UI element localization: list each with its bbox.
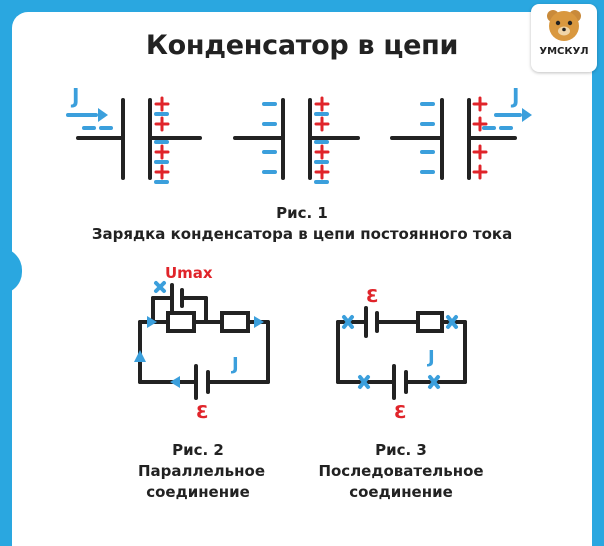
page-title: Конденсатор в цепи xyxy=(145,30,459,61)
card-notch xyxy=(0,248,22,294)
fig1-capacitor-2 xyxy=(233,96,360,184)
fig1-desc: Зарядка конденсатора в цепи постоянного … xyxy=(91,225,513,243)
fig3-label: Рис. 3 xyxy=(375,441,427,459)
fig3-desc: Последовательное соединение xyxy=(318,462,484,501)
fig2-circuit: Umax J Ɛ xyxy=(134,264,270,423)
fig2-current-label: J xyxy=(230,354,239,375)
fig3-emf-label-top: Ɛ xyxy=(366,286,379,307)
fig2-label: Рис. 2 xyxy=(172,441,224,459)
fig1-caption: Рис. 1 Зарядка конденсатора в цепи посто… xyxy=(0,203,604,245)
content-card xyxy=(12,12,592,546)
fig3-caption: Рис. 3 Последовательное соединение xyxy=(308,440,494,503)
fig1-capacitor-1: J xyxy=(66,84,202,184)
fig3-current-label: J xyxy=(426,347,435,368)
fig1-current-label-1: J xyxy=(70,84,79,108)
fig2-umax-label: Umax xyxy=(165,264,213,282)
fig2-caption: Рис. 2 Параллельное соединение xyxy=(118,440,278,503)
fig2-emf-label: Ɛ xyxy=(196,402,209,423)
brand-logo: УМСКУЛ xyxy=(531,4,597,72)
fig3-emf-label-bottom: Ɛ xyxy=(394,402,407,423)
fig2-desc: Параллельное соединение xyxy=(138,462,265,501)
fig3-circuit: Ɛ J Ɛ xyxy=(336,286,467,423)
fig1-label: Рис. 1 xyxy=(276,204,328,222)
logo-text: УМСКУЛ xyxy=(539,46,589,57)
bear-icon xyxy=(547,10,581,41)
fig1-capacitor-3: J xyxy=(390,84,532,180)
fig1-current-label-2: J xyxy=(510,84,519,108)
